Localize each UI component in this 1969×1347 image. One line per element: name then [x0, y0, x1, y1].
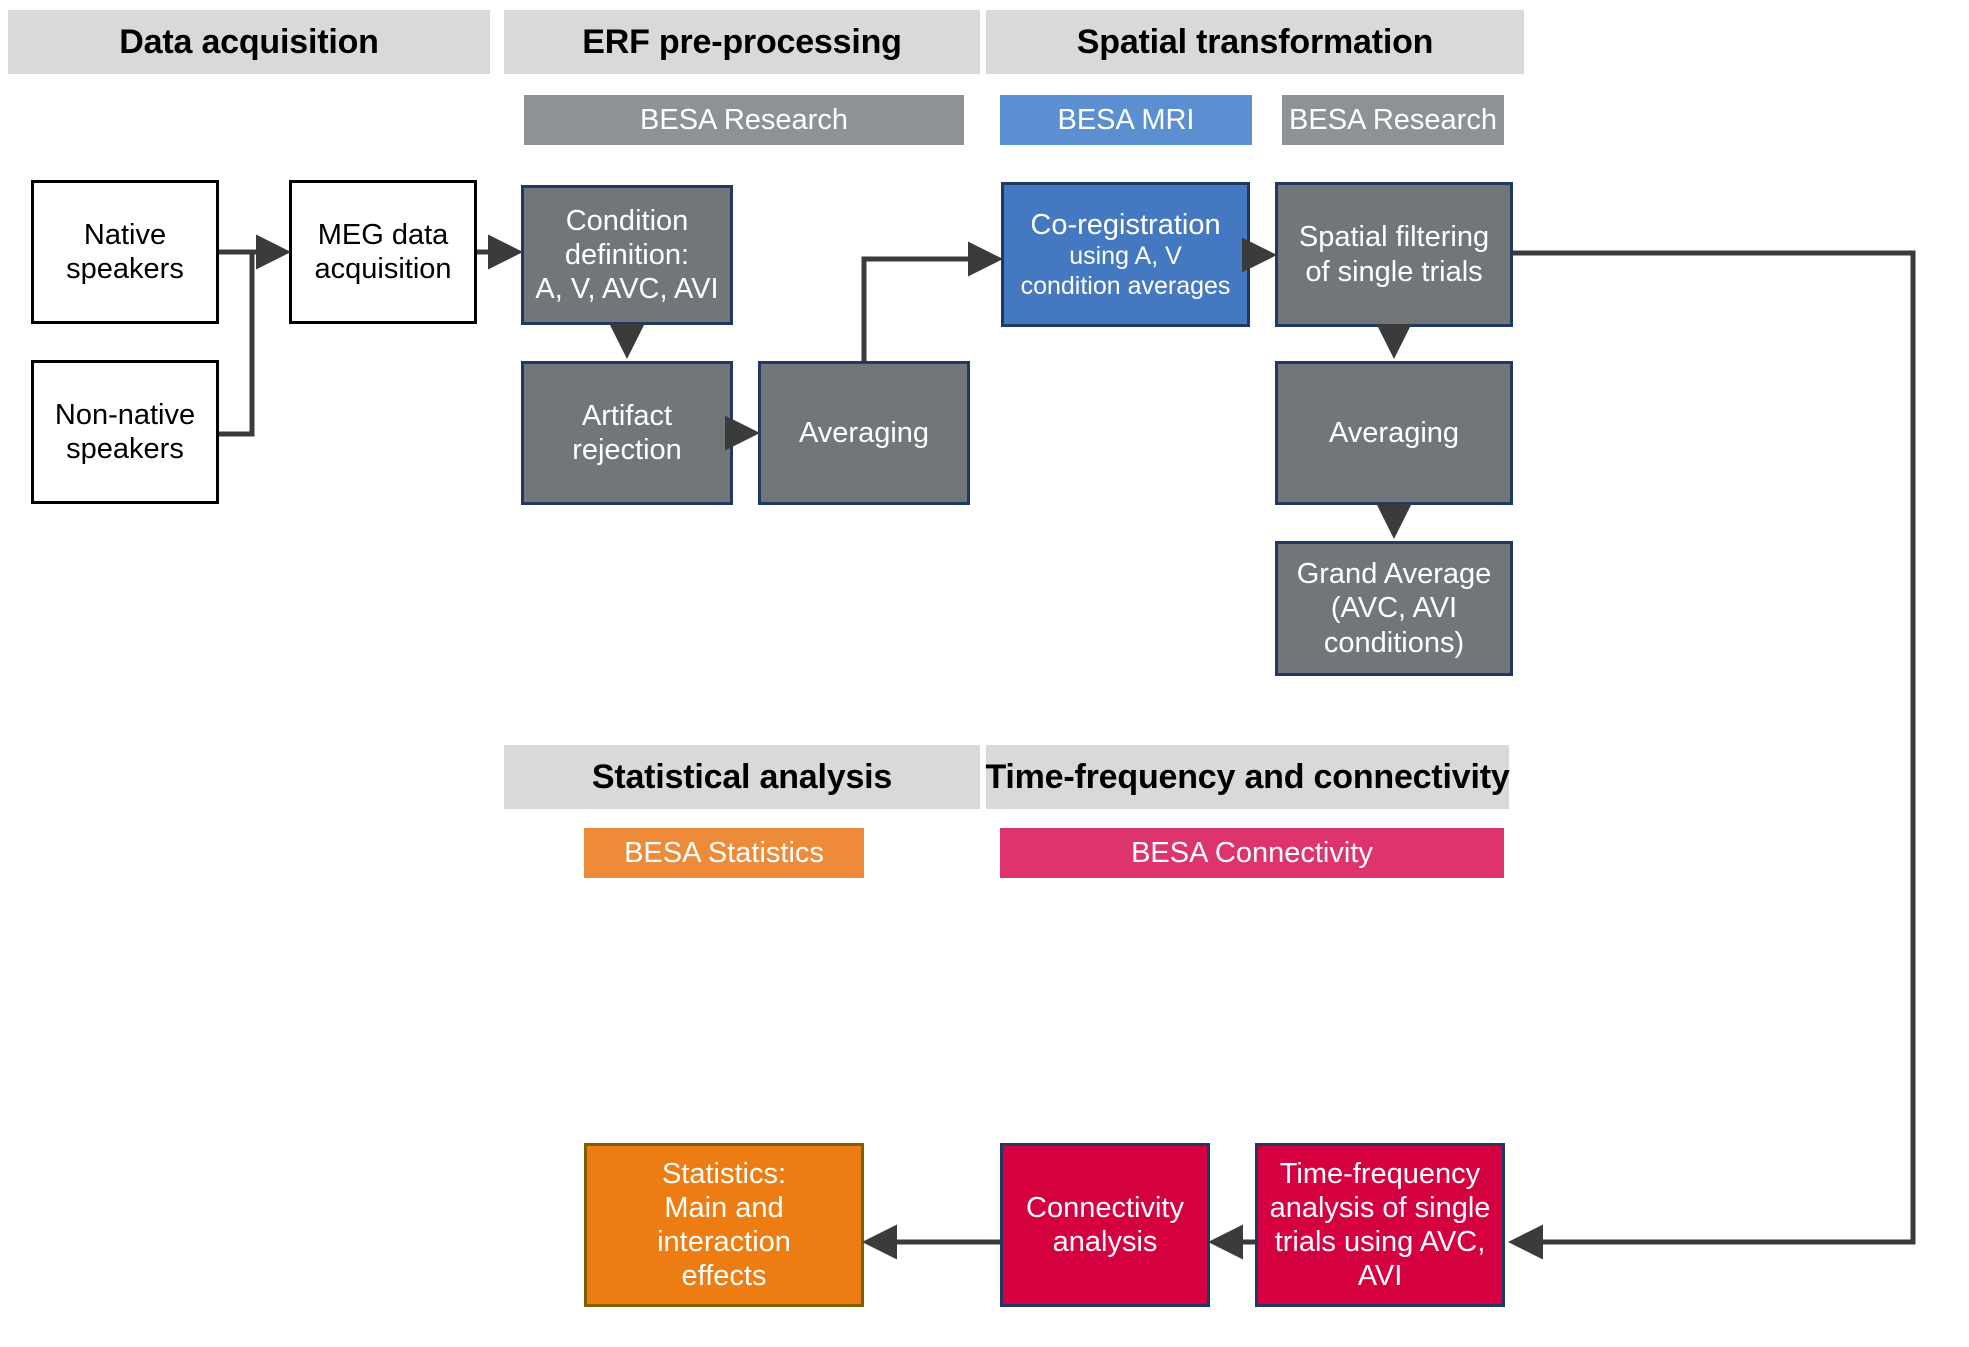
node-line: Grand Average — [1296, 558, 1492, 591]
node-line: Spatial filtering — [1298, 221, 1490, 254]
arrow-spatial-filtering-to-time-frequency — [1507, 250, 1916, 1260]
section-banner-spatial-transformation: Spatial transformation — [986, 10, 1524, 74]
node-averaging-spatial[interactable]: Averaging — [1275, 361, 1513, 505]
node-condition-definition[interactable]: Condition definition: A, V, AVC, AVI — [521, 185, 733, 325]
software-tag-besa-mri: BESA MRI — [1000, 95, 1252, 145]
node-line: analysis of single — [1269, 1191, 1491, 1224]
node-line: Averaging — [798, 416, 930, 449]
node-line: analysis — [1052, 1226, 1158, 1258]
node-line: Averaging — [1328, 416, 1460, 449]
node-line: AVI — [1357, 1260, 1403, 1293]
section-banner-statistical-analysis: Statistical analysis — [504, 745, 980, 809]
node-line: effects — [681, 1260, 767, 1293]
software-tag-label: BESA MRI — [1057, 103, 1195, 136]
software-tag-besa-research-erf: BESA Research — [524, 95, 964, 145]
node-line: definition: — [564, 238, 690, 271]
node-averaging-erf[interactable]: Averaging — [758, 361, 970, 505]
node-line: Non-native — [54, 398, 196, 431]
node-line: Time-frequency — [1279, 1157, 1481, 1190]
node-line: Co-registration — [1030, 208, 1221, 241]
node-line: Native — [83, 218, 167, 251]
node-line: Main and interaction — [657, 1191, 791, 1258]
node-line: rejection — [572, 434, 682, 466]
node-meg-data-acquisition[interactable]: MEG data acquisition — [289, 180, 477, 324]
node-line: Connectivity — [1026, 1191, 1184, 1224]
node-line: acquisition — [314, 253, 452, 285]
node-line: speakers — [66, 433, 184, 465]
node-line: trials using AVC, — [1274, 1226, 1486, 1258]
node-line: MEG data — [317, 218, 449, 251]
section-banner-time-frequency-connectivity: Time-frequency and connectivity — [985, 745, 1510, 809]
node-line: conditions) — [1323, 626, 1465, 659]
arrow-averaging-to-coregistration — [861, 241, 1004, 361]
node-line: of single trials — [1305, 255, 1483, 288]
node-co-registration[interactable]: Co-registration using A, V condition ave… — [1001, 182, 1250, 327]
node-grand-average[interactable]: Grand Average (AVC, AVI conditions) — [1275, 541, 1513, 676]
node-connectivity-analysis[interactable]: Connectivity analysis — [1000, 1143, 1210, 1307]
section-banner-data-acquisition: Data acquisition — [8, 10, 490, 74]
software-tag-label: BESA Statistics — [624, 836, 824, 869]
node-line: Artifact — [581, 399, 673, 432]
node-line: Statistics: — [661, 1157, 787, 1190]
node-line: condition averages — [1020, 271, 1231, 300]
node-line: using A, V — [1069, 242, 1182, 271]
node-statistics[interactable]: Statistics: Main and interaction effects — [584, 1143, 864, 1307]
software-tag-label: BESA Connectivity — [1131, 836, 1373, 869]
node-line: Condition — [565, 204, 689, 237]
node-line: (AVC, AVI — [1330, 592, 1458, 625]
arrow-nonnative-to-meg — [219, 252, 255, 437]
node-artifact-rejection[interactable]: Artifact rejection — [521, 361, 733, 505]
node-time-frequency-analysis[interactable]: Time-frequency analysis of single trials… — [1255, 1143, 1505, 1307]
section-banner-label: Spatial transformation — [1076, 22, 1434, 61]
software-tag-besa-statistics: BESA Statistics — [584, 828, 864, 878]
software-tag-besa-research-spatial: BESA Research — [1282, 95, 1504, 145]
node-non-native-speakers[interactable]: Non-native speakers — [31, 360, 219, 504]
node-spatial-filtering[interactable]: Spatial filtering of single trials — [1275, 182, 1513, 327]
section-banner-label: ERF pre-processing — [582, 22, 902, 61]
node-line: speakers — [66, 253, 184, 285]
software-tag-label: BESA Research — [1289, 103, 1497, 136]
software-tag-besa-connectivity: BESA Connectivity — [1000, 828, 1504, 878]
section-banner-label: Statistical analysis — [591, 757, 893, 796]
section-banner-label: Data acquisition — [119, 22, 379, 61]
section-banner-label: Time-frequency and connectivity — [985, 757, 1510, 796]
software-tag-label: BESA Research — [640, 103, 848, 136]
section-banner-erf-preprocessing: ERF pre-processing — [504, 10, 980, 74]
node-line: A, V, AVC, AVI — [535, 273, 719, 306]
node-native-speakers[interactable]: Native speakers — [31, 180, 219, 324]
